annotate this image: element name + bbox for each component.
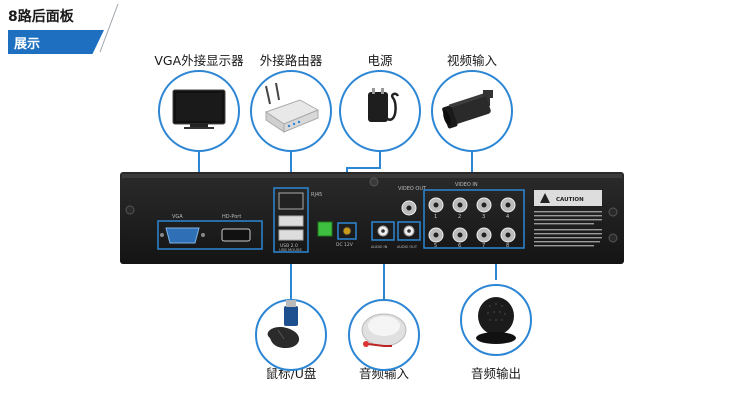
ch-label-5: 5: [434, 243, 437, 249]
label-router: 外接路由器: [259, 53, 323, 68]
panel-screw-left: [125, 205, 135, 215]
label-vga-monitor: VGA外接显示器: [154, 53, 244, 68]
section-tag: 展示: [8, 30, 104, 54]
caution-sticker: [534, 190, 602, 206]
label-power: 电源: [367, 53, 393, 68]
page-title: 8路后面板: [8, 9, 74, 25]
video-out-bnc-center: [406, 205, 412, 211]
dvr-panel: VGA HD-Port RJ45 USB 2.0 USB MOUSE DC 12…: [120, 172, 624, 264]
video-out-text: VIDEO OUT: [398, 186, 427, 192]
audio-out-hole: [407, 229, 411, 233]
audio-in-hole: [381, 229, 385, 233]
ch-label-2: 2: [458, 214, 461, 220]
ch-label-6: 6: [458, 243, 461, 249]
caution-text: CAUTION: [556, 197, 584, 203]
microphone-icon: [348, 299, 420, 371]
vga-screw-l: [160, 233, 164, 237]
panel-screw-top: [369, 177, 379, 187]
usb-text: USB 2.0: [280, 243, 298, 249]
label-video-in: 视频输入: [446, 53, 498, 68]
usb-sub-text: USB MOUSE: [279, 247, 302, 252]
warning-triangle-icon: [540, 193, 550, 203]
vga-screw-r: [201, 233, 205, 237]
camera-icon: [431, 70, 513, 152]
vga-hd-frame: [157, 220, 263, 250]
monitor-icon: [158, 70, 240, 152]
section-tag-label: 展示: [14, 37, 41, 52]
ch-label-4: 4: [506, 214, 509, 220]
audio-out-frame: [397, 221, 421, 241]
rj45-text: RJ45: [311, 192, 322, 198]
bnc-row-1: [428, 197, 516, 213]
usb-port-1: [278, 215, 304, 227]
bnc-row-2: [428, 227, 516, 243]
rj45-port: [278, 192, 304, 210]
mouse-usb-icon: [255, 299, 327, 371]
dc-frame: [337, 222, 357, 240]
vga-port: [165, 227, 200, 244]
dc-jack: [342, 226, 352, 236]
usb-port-2: [278, 229, 304, 241]
label-audio-in: 音频输入: [358, 366, 410, 381]
router-icon: [250, 70, 332, 152]
panel-screw-right-2: [608, 233, 618, 243]
video-in-text: VIDEO IN: [455, 182, 478, 188]
video-in-frame: [423, 189, 525, 249]
ch-label-8: 8: [506, 243, 509, 249]
header-slash-decoration: [99, 3, 119, 53]
terminal-block: [317, 221, 333, 237]
audio-out-text: AUDIO OUT: [397, 245, 418, 249]
hdmi-port: [221, 228, 251, 242]
ch-label-7: 7: [482, 243, 485, 249]
vga-text: VGA: [172, 214, 183, 220]
ch-label-3: 3: [482, 214, 485, 220]
hd-port-text: HD-Port: [222, 214, 241, 220]
dc-text: DC 12V: [336, 242, 354, 248]
ch-label-1: 1: [434, 214, 437, 220]
power-adapter-icon: [339, 70, 421, 152]
audio-in-text: AUDIO IN: [371, 245, 388, 249]
label-mouse-usb: 鼠标/U盘: [265, 366, 317, 381]
lan-usb-frame: [273, 187, 309, 253]
audio-in-frame: [371, 221, 395, 241]
panel-top-edge: [122, 174, 622, 178]
panel-screw-right: [608, 207, 618, 217]
fine-print-lines: [534, 211, 602, 247]
label-audio-out: 音频输出: [470, 366, 522, 381]
speaker-icon: [460, 284, 532, 356]
